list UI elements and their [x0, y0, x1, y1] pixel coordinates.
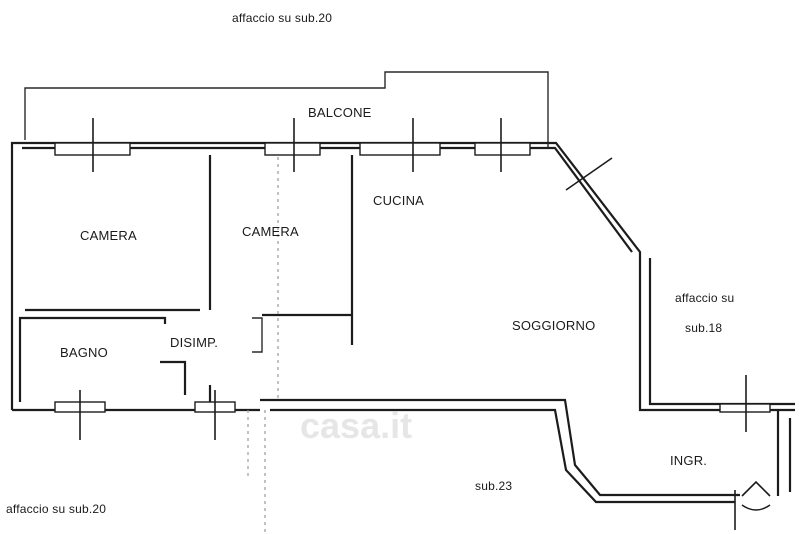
ingr-label: INGR.	[670, 453, 707, 468]
hidden-lines	[247, 150, 279, 534]
window-ticks	[79, 118, 747, 530]
camera-left-label: CAMERA	[80, 228, 137, 243]
sub23-label: sub.23	[475, 479, 512, 493]
bagno-label: BAGNO	[60, 345, 108, 360]
right-note-line1: affaccio su	[675, 291, 734, 305]
bottom-note-label: affaccio su sub.20	[6, 502, 106, 516]
top-note-label: affaccio su sub.20	[232, 11, 332, 25]
outer-walls	[10, 141, 795, 504]
soggiorno-label: SOGGIORNO	[512, 318, 595, 333]
balcony-outline	[24, 71, 549, 148]
entrance-door	[741, 480, 771, 511]
balcone-label: BALCONE	[308, 105, 372, 120]
disimp-label: DISIMP.	[170, 335, 218, 350]
watermark: casa.it	[300, 405, 412, 446]
windows	[54, 142, 771, 413]
cucina-label: CUCINA	[373, 193, 424, 208]
interior-walls	[25, 155, 354, 402]
camera-right-label: CAMERA	[242, 224, 299, 239]
right-note-line2: sub.18	[685, 321, 722, 335]
